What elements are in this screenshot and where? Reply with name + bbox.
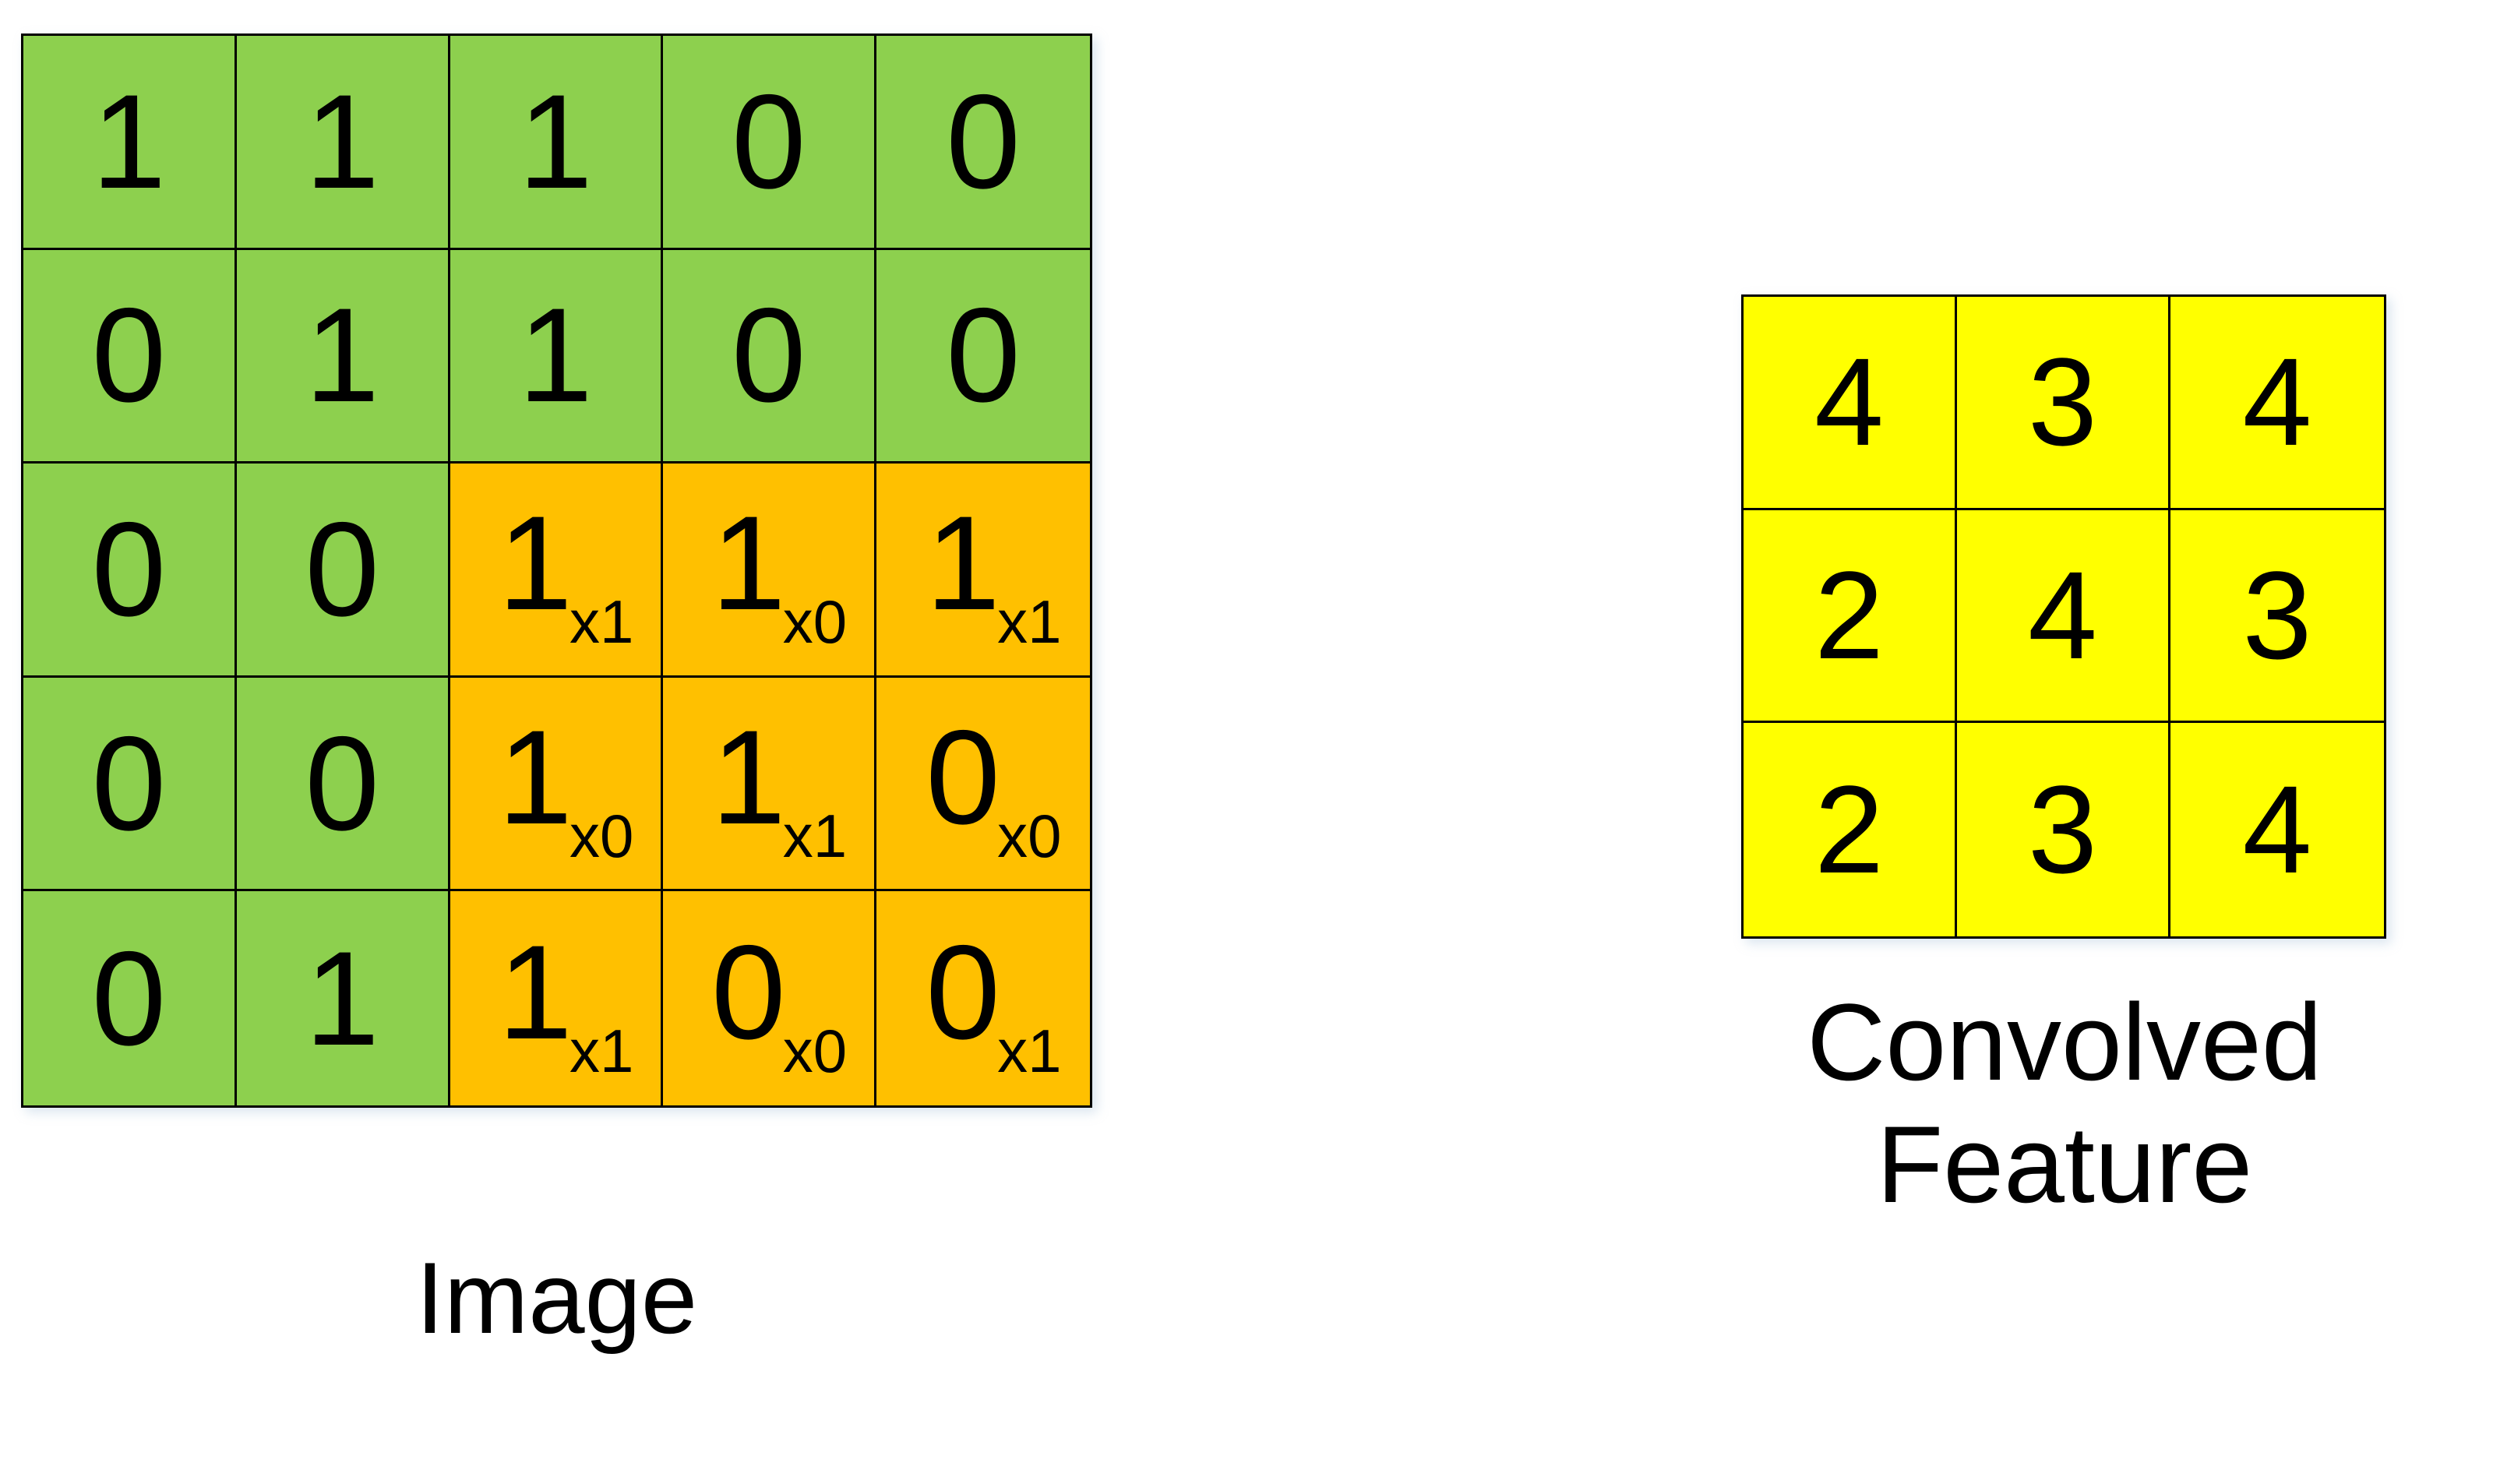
image-cell-value: 1 <box>91 66 167 217</box>
image-cell-r0-c3: 0 <box>663 36 877 250</box>
feature-cell-value: 2 <box>1814 545 1884 685</box>
feature-cell-r2-c1: 3 <box>1957 723 2170 936</box>
image-cell-value: 0 <box>731 280 806 431</box>
image-cell-r3-c1: 0 <box>236 677 450 892</box>
image-cell-value: 0 <box>91 494 167 644</box>
image-cell-value: 1 <box>711 702 786 852</box>
image-cell-value: 1 <box>305 66 380 217</box>
image-cell-r1-c4: 0 <box>876 249 1090 464</box>
feature-cell-value: 4 <box>2028 545 2097 685</box>
image-cell-value: 1 <box>498 702 573 852</box>
kernel-multiplier-label: x1 <box>569 587 634 656</box>
feature-cell-r0-c1: 3 <box>1957 297 2170 510</box>
feature-cell-r1-c0: 2 <box>1744 509 1957 724</box>
image-cell-value: 0 <box>91 708 167 858</box>
feature-cell-r0-c2: 4 <box>2170 297 2384 510</box>
image-cell-value: 1 <box>305 923 380 1073</box>
image-cell-value: 1 <box>498 917 573 1067</box>
kernel-multiplier-label: x1 <box>997 1016 1062 1085</box>
feature-cell-r2-c0: 2 <box>1744 723 1957 936</box>
kernel-multiplier-label: x1 <box>782 801 848 870</box>
image-cell-r0-c1: 1 <box>236 36 450 250</box>
image-cell-value: 1 <box>926 488 1000 638</box>
convolved-feature-matrix: 4 3 4 2 4 3 2 3 4 <box>1741 294 2386 939</box>
image-cell-value: 0 <box>711 917 786 1067</box>
kernel-multiplier-label: x0 <box>782 1016 848 1085</box>
image-cell-value: 0 <box>926 917 1000 1067</box>
feature-cell-value: 4 <box>2242 760 2312 900</box>
image-cell-value: 1 <box>498 488 573 638</box>
image-caption: Image <box>415 1241 698 1355</box>
kernel-multiplier-label: x0 <box>569 801 634 870</box>
convolved-feature-caption: Convolved Feature <box>1807 981 2322 1225</box>
kernel-multiplier-label: x0 <box>782 587 848 656</box>
feature-cell-value: 4 <box>1814 332 1884 472</box>
image-cell-value: 0 <box>91 923 167 1073</box>
image-cell-value: 0 <box>946 280 1021 431</box>
feature-cell-value: 3 <box>2028 332 2097 472</box>
image-cell-value: 0 <box>926 702 1000 852</box>
feature-cell-r1-c2: 3 <box>2170 509 2384 724</box>
image-cell-value: 0 <box>731 66 806 217</box>
image-cell-r2-c1: 0 <box>236 464 450 678</box>
kernel-multiplier-label: x1 <box>997 587 1062 656</box>
image-cell-value: 1 <box>518 66 593 217</box>
feature-cell-value: 2 <box>1814 760 1884 900</box>
image-cell-r4-c0: 0 <box>23 891 237 1105</box>
image-cell-value: 0 <box>305 494 380 644</box>
image-cell-r1-c0: 0 <box>23 249 237 464</box>
kernel-multiplier-label: x1 <box>569 1016 634 1085</box>
feature-cell-r1-c1: 4 <box>1957 509 2170 724</box>
feature-cell-r0-c0: 4 <box>1744 297 1957 510</box>
image-cell-r1-c1: 1 <box>236 249 450 464</box>
image-cell-value: 0 <box>305 708 380 858</box>
image-cell-value: 0 <box>91 280 167 431</box>
image-cell-r0-c2: 1 <box>450 36 664 250</box>
feature-cell-r2-c2: 4 <box>2170 723 2384 936</box>
feature-cell-value: 3 <box>2242 545 2312 685</box>
image-cell-value: 0 <box>946 66 1021 217</box>
feature-cell-value: 3 <box>2028 760 2097 900</box>
image-cell-r3-c0: 0 <box>23 677 237 892</box>
image-cell-r4-c1: 1 <box>236 891 450 1105</box>
image-cell-r2-c0: 0 <box>23 464 237 678</box>
image-cell-value: 1 <box>305 280 380 431</box>
image-cell-r0-c0: 1 <box>23 36 237 250</box>
image-cell-r1-c2: 1 <box>450 249 664 464</box>
feature-cell-value: 4 <box>2242 332 2312 472</box>
kernel-multiplier-label: x0 <box>997 801 1062 870</box>
image-cell-value: 1 <box>518 280 593 431</box>
image-cell-r1-c3: 0 <box>663 249 877 464</box>
image-cell-value: 1 <box>711 488 786 638</box>
image-cell-r0-c4: 0 <box>876 36 1090 250</box>
